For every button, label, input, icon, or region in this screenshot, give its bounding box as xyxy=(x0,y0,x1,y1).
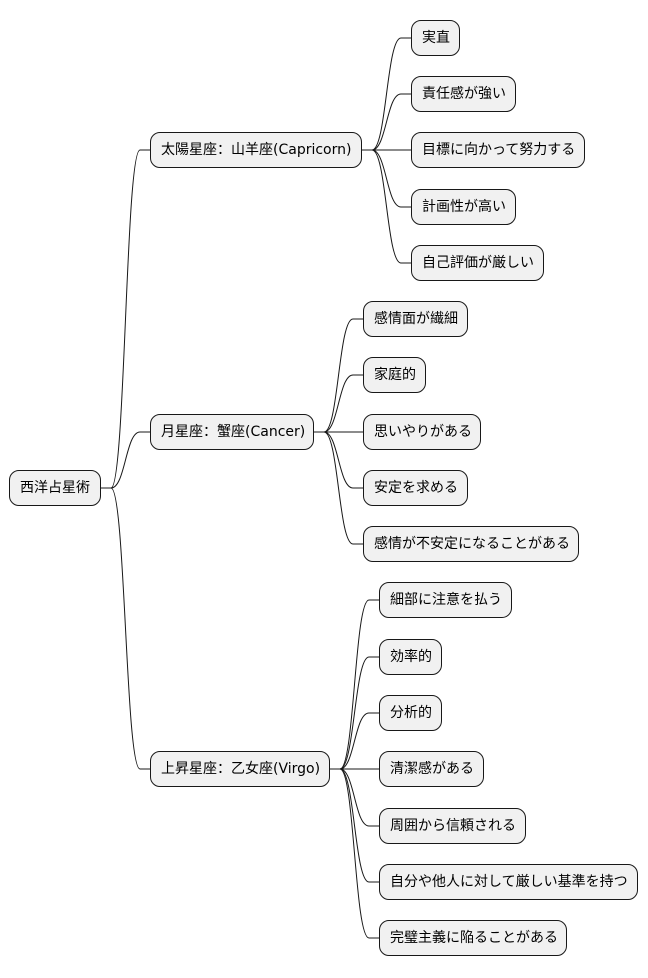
leaf-node: 感情が不安定になることがある xyxy=(363,526,579,562)
leaf-node: 目標に向かって努力する xyxy=(411,132,585,168)
branch-node-sun-sign: 太陽星座：山羊座(Capricorn) xyxy=(150,132,362,168)
branch-to-leaf-connector xyxy=(362,149,411,208)
branch-node-moon-sign: 月星座：蟹座(Cancer) xyxy=(150,414,314,450)
leaf-node: 計画性が高い xyxy=(411,189,516,225)
branch-to-leaf-connector xyxy=(314,431,363,489)
leaf-node: 分析的 xyxy=(379,695,442,731)
leaf-node: 実直 xyxy=(411,20,460,56)
branch-to-leaf-connector xyxy=(314,374,363,433)
branch-to-leaf-connector xyxy=(330,768,379,939)
branch-to-leaf-connector xyxy=(330,599,379,770)
leaf-node: 安定を求める xyxy=(363,470,468,506)
leaf-node: 自己評価が厳しい xyxy=(411,245,544,281)
branch-to-leaf-connector xyxy=(314,431,363,545)
leaf-node: 責任感が強い xyxy=(411,76,516,112)
leaf-node: 自分や他人に対して厳しい基準を持つ xyxy=(379,864,638,900)
root-to-branch-connector xyxy=(101,149,150,489)
leaf-node: 清潔感がある xyxy=(379,751,484,787)
branch-to-leaf-connector xyxy=(362,149,411,264)
leaf-node: 感情面が繊細 xyxy=(363,301,468,337)
branch-to-leaf-connector xyxy=(314,318,363,433)
leaf-node: 思いやりがある xyxy=(363,414,481,450)
root-to-branch-connector xyxy=(101,431,150,489)
branch-to-leaf-connector xyxy=(362,37,411,151)
leaf-node: 細部に注意を払う xyxy=(379,582,512,618)
branch-to-leaf-connector xyxy=(330,656,379,770)
branch-node-rising-sign: 上昇星座：乙女座(Virgo) xyxy=(150,751,330,787)
branch-to-leaf-connector xyxy=(330,768,379,827)
root-node: 西洋占星術 xyxy=(9,470,101,506)
branch-to-leaf-connector xyxy=(362,93,411,151)
root-to-branch-connector xyxy=(101,487,150,770)
leaf-node: 家庭的 xyxy=(363,357,426,393)
branch-to-leaf-connector xyxy=(330,712,379,770)
leaf-node: 効率的 xyxy=(379,639,442,675)
leaf-node: 周囲から信頼される xyxy=(379,808,526,844)
leaf-node: 完璧主義に陥ることがある xyxy=(379,920,567,956)
